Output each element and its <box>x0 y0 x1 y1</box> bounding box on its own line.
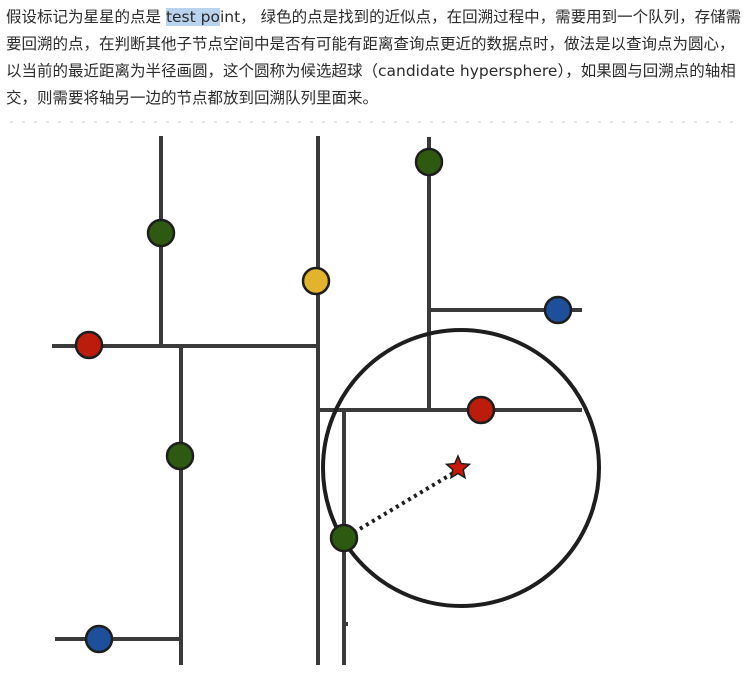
green-point-middle-left <box>165 441 195 471</box>
paragraph-text-1: 假设标记为星星的点是 <box>6 8 166 26</box>
blue-point-bottom-left <box>84 624 114 654</box>
test-point-star-icon <box>444 454 472 480</box>
small-mark <box>345 622 348 626</box>
distance-dotted-line <box>346 470 457 538</box>
green-point-top-left <box>146 218 176 248</box>
approximate-nearest-point <box>329 523 359 553</box>
green-point-top-right <box>414 147 444 177</box>
blue-point-right <box>543 295 573 325</box>
paragraph-text-2: int， 绿色的点是找到的近似点，在回溯过程中，需要用到一个队列，存储需要回溯的… <box>6 8 742 107</box>
red-point-left <box>74 330 104 360</box>
data-points <box>74 147 573 654</box>
yellow-point <box>301 266 331 296</box>
candidate-hypersphere <box>321 328 601 608</box>
split-lines <box>52 136 582 665</box>
description-paragraph: 假设标记为星星的点是 test point， 绿色的点是找到的近似点，在回溯过程… <box>6 4 742 112</box>
red-point-right <box>466 395 496 425</box>
selected-text[interactable]: test po <box>165 8 220 26</box>
